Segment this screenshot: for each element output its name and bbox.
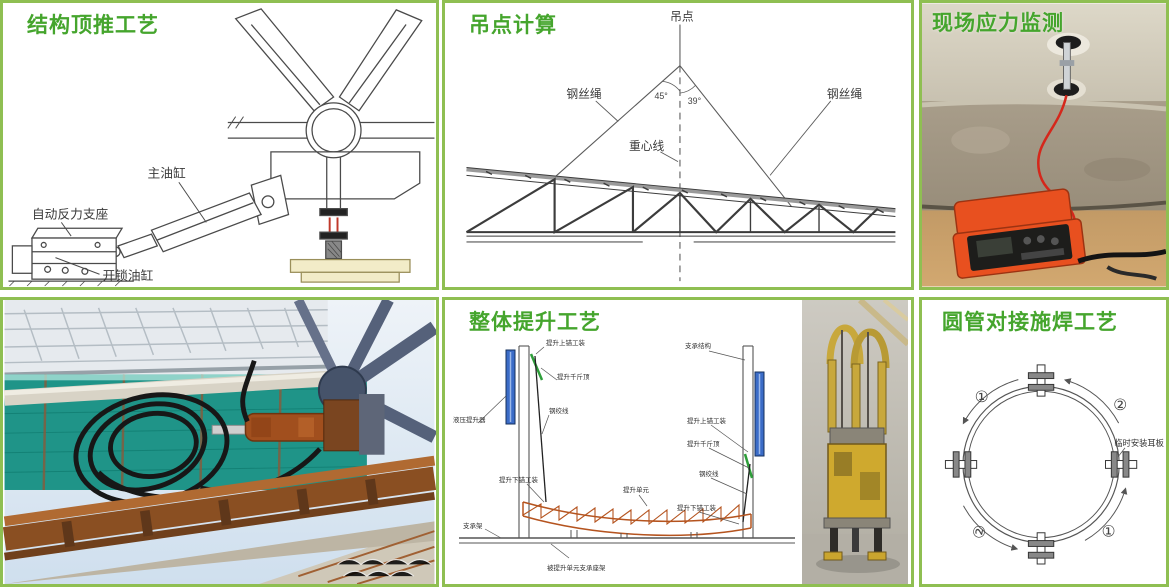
push-process-diagram: 主油缸 自动反力支座 开锁油缸 bbox=[8, 8, 435, 287]
weld-arrow-top-left bbox=[962, 379, 1019, 425]
panel-pipe-welding: 圆管对接施焊工艺 bbox=[919, 297, 1169, 587]
label-strand-left: 钢绞线 bbox=[549, 406, 569, 415]
label-lower-anchor-left: 提升下锚工装 bbox=[499, 475, 539, 484]
panel-push-title: 结构顶推工艺 bbox=[27, 14, 159, 37]
panel-stress-monitoring: 现场应力监测 bbox=[919, 0, 1169, 290]
weld-step-2-top-right: ② bbox=[1113, 397, 1127, 414]
label-wire-rope-right: 钢丝绳 bbox=[827, 87, 862, 101]
label-upper-anchor-left: 提升上锚工装 bbox=[546, 338, 586, 347]
launch-rail bbox=[3, 455, 436, 561]
weld-step-2-bottom-left: ② bbox=[970, 523, 990, 540]
label-angle-right: 39° bbox=[688, 96, 701, 106]
weld-arrow-top-right bbox=[1063, 378, 1120, 424]
panel-integral-lifting: 整体提升工艺 bbox=[442, 297, 914, 587]
weld-arrow-bottom-right bbox=[1084, 487, 1128, 541]
label-strand-right: 钢绞线 bbox=[699, 469, 719, 478]
brace-left bbox=[234, 8, 335, 112]
label-upper-anchor-right: 提升上锚工装 bbox=[687, 416, 727, 425]
steel-strand-right bbox=[742, 463, 751, 523]
weld-arrow-bottom-left bbox=[963, 505, 1019, 551]
weld-step-1-top-left: ① bbox=[975, 389, 989, 406]
support-pad bbox=[289, 258, 411, 273]
label-jack-left: 提升千斤顶 bbox=[557, 372, 590, 381]
lifted-truss-unit bbox=[522, 501, 752, 537]
label-lifter-left: 液压提升器 bbox=[453, 415, 486, 424]
panel-hoist-calc: 吊点计算 bbox=[442, 0, 914, 290]
label-main-cylinder: 主油缸 bbox=[148, 165, 186, 180]
label-angle-left: 45° bbox=[654, 91, 667, 101]
steel-strand-left bbox=[534, 355, 547, 503]
label-auto-reaction-support: 自动反力支座 bbox=[32, 206, 109, 221]
sling-right bbox=[679, 65, 793, 208]
pipe-circle bbox=[962, 385, 1120, 544]
truss bbox=[465, 167, 896, 243]
node-ball bbox=[305, 102, 362, 159]
label-gravity-line: 重心线 bbox=[629, 139, 664, 153]
label-jack-right: 提升千斤顶 bbox=[687, 439, 720, 448]
label-lifted-unit: 提升单元 bbox=[623, 485, 650, 494]
jack-mark-left bbox=[529, 353, 544, 381]
pipe-welding-diagram: ① ② ② ① 临时安装耳板 bbox=[944, 364, 1164, 565]
foreground-concrete bbox=[4, 521, 435, 584]
black-cable bbox=[1077, 249, 1166, 264]
integral-lifting-diagram: 提升上锚工装 提升千斤顶 钢绞线 提升下锚工装 液压提升器 支承结构 提升上锚工… bbox=[453, 338, 795, 572]
label-support-frame: 支承架 bbox=[463, 521, 483, 530]
panel-pushing-site-photo bbox=[0, 297, 439, 587]
pushing-site-photo bbox=[3, 300, 436, 584]
stress-monitoring-photo bbox=[922, 3, 1166, 287]
yellow-lifting-jack bbox=[823, 324, 891, 561]
jack-mark-right bbox=[743, 453, 754, 479]
lifting-jack-photo bbox=[802, 300, 908, 584]
label-unlock-cylinder: 开锁油缸 bbox=[102, 268, 153, 283]
panel-hoist-title: 吊点计算 bbox=[469, 14, 557, 37]
steel-pipe-light bbox=[4, 370, 334, 406]
label-wire-rope-left: 钢丝绳 bbox=[566, 87, 601, 101]
panel-welding-title: 圆管对接施焊工艺 bbox=[942, 311, 1118, 334]
panel-push-process: 结构顶推工艺 bbox=[0, 0, 439, 290]
strain-gauge bbox=[1046, 32, 1090, 101]
label-hoist-point: 吊点 bbox=[670, 11, 694, 24]
hoist-calc-diagram: 吊点 钢丝绳 钢丝绳 重心线 45° 39° bbox=[465, 11, 896, 282]
weld-step-1-bottom-right: ① bbox=[1102, 524, 1116, 541]
monitoring-instrument bbox=[952, 188, 1087, 279]
panel-stress-title: 现场应力监测 bbox=[932, 12, 1064, 35]
panel-lifting-title: 整体提升工艺 bbox=[469, 311, 601, 334]
roof-truss-background bbox=[4, 300, 328, 377]
label-support-structure: 支承结构 bbox=[685, 341, 712, 350]
label-ear-plate: 临时安装耳板 bbox=[1114, 438, 1164, 448]
sling-left bbox=[554, 65, 681, 178]
label-lower-anchor-right: 提升下锚工装 bbox=[677, 503, 717, 512]
hydraulic-jack bbox=[211, 394, 385, 455]
label-base-note: 被提升单元支承座架 bbox=[547, 563, 606, 572]
ear-plate-lugs bbox=[944, 364, 1138, 565]
